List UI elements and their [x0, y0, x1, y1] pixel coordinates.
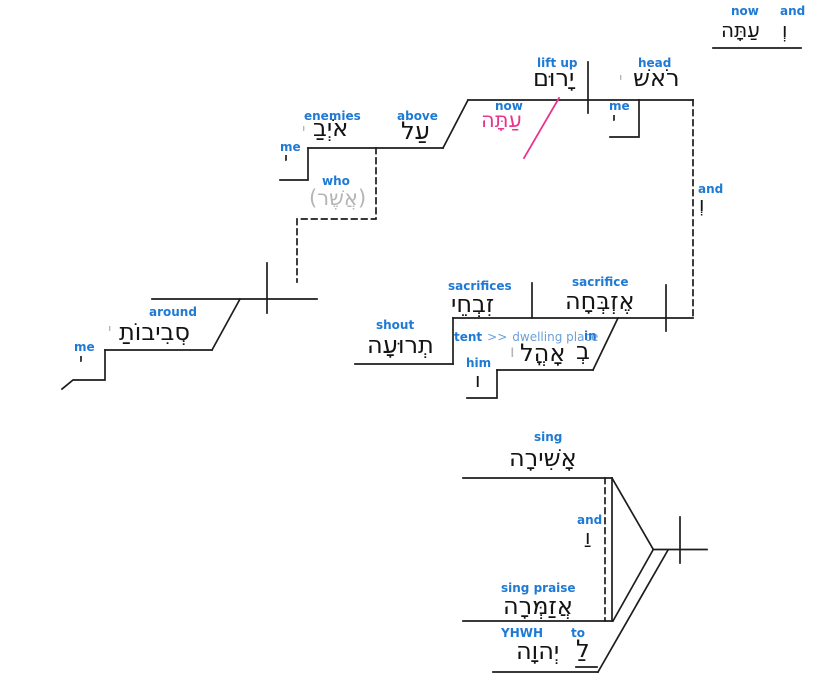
suffix-trace-head: י [619, 69, 623, 87]
hebrew-word-vav-fragment[interactable]: וְ [782, 18, 788, 42]
relative-clause-lines [60, 262, 318, 391]
hebrew-word-atah-fragment[interactable]: עַתָּה [721, 18, 760, 42]
hebrew-suffix-me-enemies[interactable]: י [284, 149, 289, 170]
gloss-now-fragment: now [731, 4, 759, 18]
around-me-bracket [60, 349, 106, 391]
gloss-tent-group: tent >> dwelling place [454, 331, 598, 343]
hebrew-word-asher[interactable]: (אֲשֶׁר) [309, 186, 367, 210]
suffix-trace-around: י [108, 320, 112, 338]
gloss-yhwh: YHWH [501, 626, 544, 640]
suffix-trace-enemies: י [302, 120, 306, 138]
hebrew-word-yarum[interactable]: יָרוּם [533, 64, 575, 92]
gloss-dwelling-place: dwelling place [512, 330, 599, 344]
gloss-sacrifices: sacrifices [448, 279, 512, 293]
in-slant [591, 316, 620, 372]
tent-him-bracket [466, 369, 498, 399]
gloss-enemies: enemies [304, 109, 361, 123]
hebrew-word-atah-adverb[interactable]: עַתָּה [481, 108, 522, 132]
now-connector-line [522, 96, 561, 160]
hebrew-suffix-me-head[interactable]: י [612, 109, 617, 130]
yhwh-slant [596, 548, 670, 674]
hebrew-word-zivchei[interactable]: זִבְחֵי [451, 290, 495, 318]
head-me-bracket [609, 99, 640, 138]
hebrew-word-al[interactable]: עַל [401, 117, 430, 145]
gloss-above: above [397, 109, 438, 123]
hebrew-word-ezbechah[interactable]: אֶזְבְּחָה [565, 287, 635, 315]
hebrew-word-yhwh[interactable]: יְהוָה [516, 637, 560, 665]
gloss-sing-praise: sing praise [501, 581, 576, 595]
gloss-around: around [149, 305, 197, 319]
upper-converge-slant [610, 476, 655, 551]
gloss-him: him [466, 356, 492, 370]
sacrifice-clause-lines [354, 282, 694, 399]
gloss-in: in [584, 329, 597, 343]
hebrew-word-vav-clause2[interactable]: וְ [699, 192, 705, 216]
gloss-sing: sing [534, 430, 563, 444]
gloss-sacrifice-verb: sacrifice [572, 275, 629, 289]
hebrew-suffix-him[interactable]: ו [475, 368, 481, 392]
above-slant [441, 98, 470, 150]
hebrew-word-sevivot[interactable]: סְבִיבוֹתַ [119, 318, 191, 346]
sing-clauses-lines [462, 476, 708, 674]
hebrew-word-vav-sing[interactable]: וַ [585, 525, 591, 549]
hebrew-word-teruah[interactable]: תְרוּעָה [367, 331, 434, 359]
gloss-me-head: me [609, 99, 630, 113]
hebrew-word-bet[interactable]: בְ [576, 337, 590, 365]
hebrew-suffix-me-around[interactable]: י [79, 350, 84, 371]
gloss-and-sing: and [577, 513, 603, 527]
suffix-trace-tent: ו [510, 342, 515, 362]
hebrew-word-oyev[interactable]: אֹיְבַ [313, 114, 349, 142]
who-connector-dashes [296, 147, 377, 283]
hebrew-word-ashirah[interactable]: אָשִׁירָה [509, 444, 577, 472]
gloss-me-enemies: me [280, 140, 301, 154]
hebrew-word-azamrah[interactable]: אֲזַמְּרָה [503, 592, 573, 620]
gloss-me-around: me [74, 340, 95, 354]
gloss-and-fragment: and [780, 4, 806, 18]
gloss-who: who [322, 174, 350, 188]
enemies-me-bracket [279, 147, 309, 181]
around-slant [210, 297, 242, 352]
gloss-now-adverb: now [495, 99, 523, 113]
gloss-tent: tent [454, 330, 483, 344]
gloss-to: to [571, 626, 585, 640]
gloss-shout: shout [376, 318, 415, 332]
lower-converge-slant [611, 548, 655, 623]
hebrew-word-lamed[interactable]: לַ [576, 635, 590, 663]
hebrew-word-ohel[interactable]: אָהֳל [520, 339, 566, 367]
gloss-and-clause2: and [698, 182, 724, 196]
gloss-lift-up: lift up [537, 56, 578, 70]
hebrew-word-rosh[interactable]: רֹאשׁ [633, 64, 680, 92]
gloss-head: head [638, 56, 672, 70]
gloss-rendering-arrow: >> [487, 330, 508, 344]
